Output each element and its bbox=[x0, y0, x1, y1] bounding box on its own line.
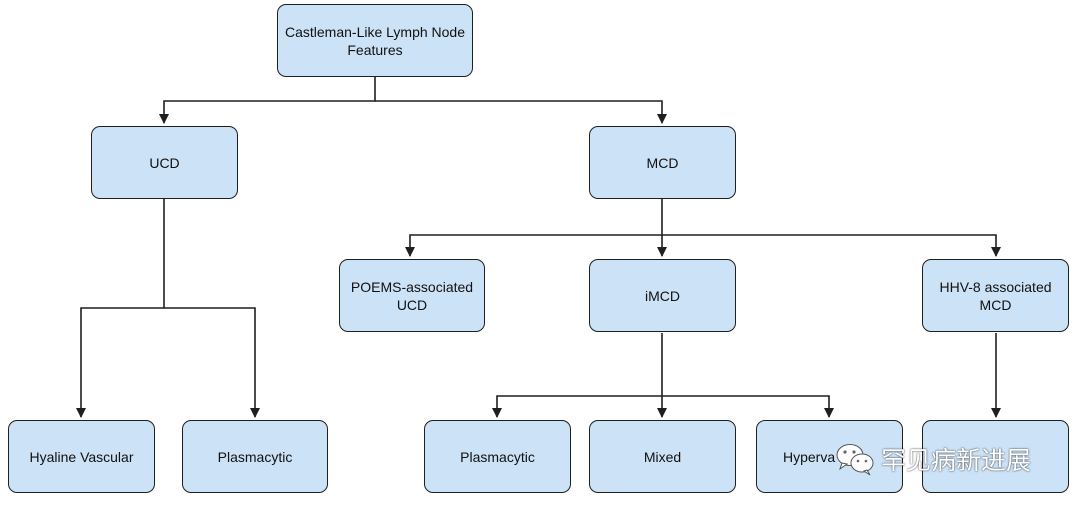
node-plasmacytic-imcd-label: Plasmacytic bbox=[460, 448, 535, 465]
node-hhv8-associated-mcd-label: HHV-8 associated MCD bbox=[939, 278, 1052, 313]
node-castleman-like-features-label: Castleman-Like Lymph Node Features bbox=[284, 23, 465, 58]
node-hyaline-vascular-label: Hyaline Vascular bbox=[29, 448, 134, 465]
node-plasmacytic-imcd: Plasmacytic bbox=[424, 420, 571, 493]
node-plasmacytic-ucd-label: Plasmacytic bbox=[217, 448, 293, 465]
edge-ucd-plasmacytic bbox=[164, 307, 260, 418]
node-castleman-like-features: Castleman-Like Lymph Node Features bbox=[277, 4, 473, 77]
node-hyaline-vascular: Hyaline Vascular bbox=[8, 420, 155, 493]
node-ucd: UCD bbox=[91, 126, 238, 199]
node-mcd-label: MCD bbox=[646, 154, 679, 171]
edge-root-mcd bbox=[375, 100, 667, 124]
edge-imcd-hypervascular bbox=[662, 395, 834, 418]
node-hypervascular-label: Hyperva bbox=[783, 448, 836, 465]
node-imcd: iMCD bbox=[589, 259, 736, 332]
node-poems-associated-ucd-label: POEMS-associated UCD bbox=[350, 278, 474, 313]
node-mixed: Mixed bbox=[589, 420, 736, 493]
edge-imcd-plasmacytic bbox=[492, 333, 663, 418]
edge-mcd-poems bbox=[405, 199, 663, 257]
watermark: 罕见病新进展 bbox=[835, 441, 1031, 477]
edge-mcd-hhv8 bbox=[662, 234, 1001, 257]
node-ucd-label: UCD bbox=[149, 154, 180, 171]
node-imcd-label: iMCD bbox=[645, 287, 680, 304]
watermark-text: 罕见病新进展 bbox=[881, 447, 1032, 475]
node-hypervascular: Hyperva bbox=[756, 420, 903, 493]
edge-ucd-hyaline bbox=[76, 199, 165, 418]
node-mcd: MCD bbox=[589, 126, 736, 199]
node-poems-associated-ucd: POEMS-associated UCD bbox=[339, 259, 485, 332]
wechat-icon bbox=[835, 442, 875, 476]
node-hhv8-child bbox=[922, 420, 1069, 493]
edge-root-ucd bbox=[159, 77, 376, 124]
node-hhv8-associated-mcd: HHV-8 associated MCD bbox=[922, 259, 1069, 332]
node-plasmacytic-ucd: Plasmacytic bbox=[182, 420, 328, 493]
node-mixed-label: Mixed bbox=[643, 448, 682, 465]
